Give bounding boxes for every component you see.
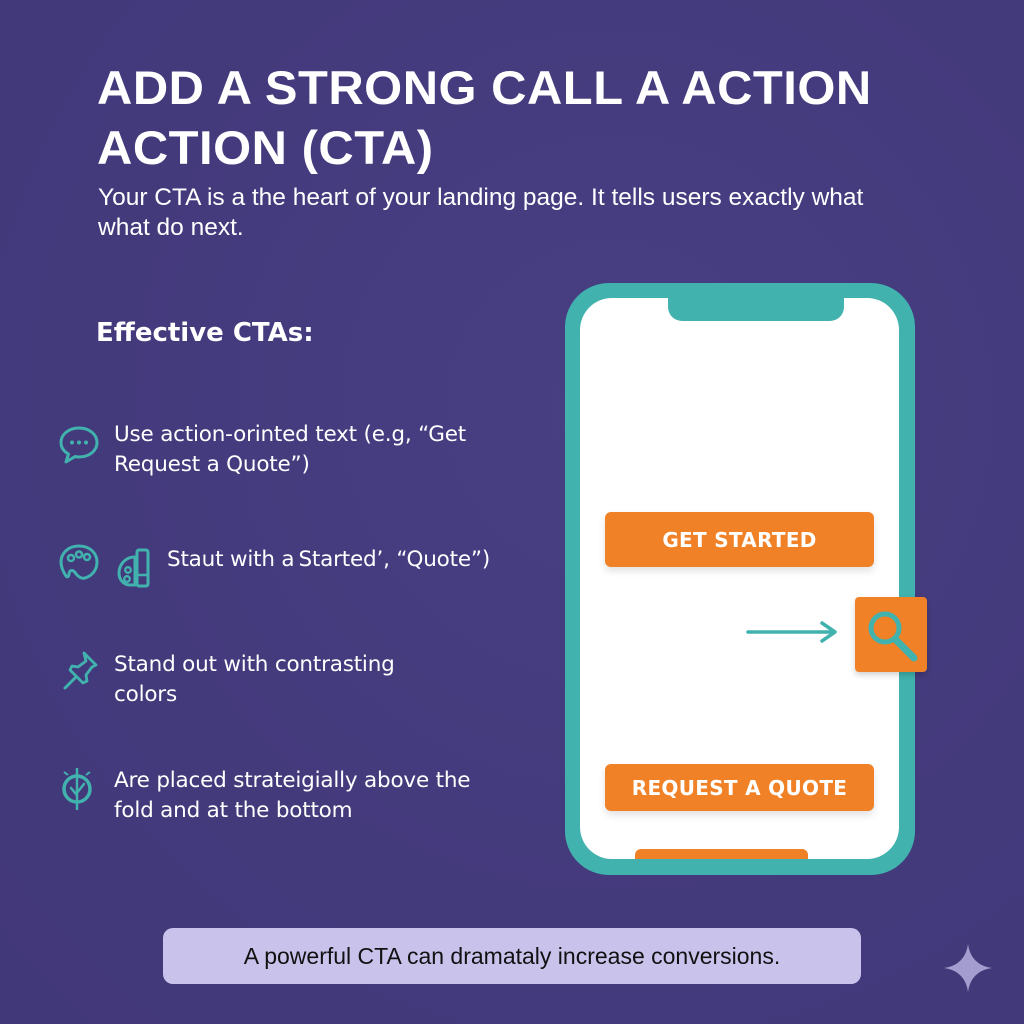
phone-mockup: GET STARTED REQUEST A QUOTE <box>565 283 915 875</box>
section-heading: Effective CTAs: <box>96 318 314 348</box>
palette-icon <box>58 543 100 583</box>
feature-item-1: Use action-orinted text (e.g, “Get Reque… <box>114 420 466 480</box>
phone-notch <box>668 298 844 321</box>
chat-bubble-icon <box>58 424 100 466</box>
feature-1-line-1: Use action-orinted text (e.g, “Get <box>114 422 466 447</box>
page-title: ADD A STRONG CALL A ACTION ACTION (CTA) <box>97 58 1012 178</box>
phone-screen: GET STARTED REQUEST A QUOTE <box>580 298 899 859</box>
feature-item-4: Are placed strateigially above the fold … <box>114 766 470 826</box>
sparkle-icon <box>942 942 994 999</box>
feature-2-line-1: Staut with a Started’, “Quote”) <box>167 547 491 572</box>
feature-3-line-1: Stand out with contrasting <box>114 652 395 677</box>
target-check-icon <box>60 766 94 812</box>
feature-4-line-1: Are placed strateigially above the <box>114 768 471 793</box>
search-button[interactable] <box>855 597 927 672</box>
get-started-button[interactable]: GET STARTED <box>605 512 874 567</box>
title-line-1: ADD A STRONG CALL A ACTION <box>97 61 872 114</box>
intro-paragraph: Your CTA is a the heart of your landing … <box>98 183 958 243</box>
search-icon <box>868 611 918 662</box>
conversion-callout: A powerful CTA can dramataly increase co… <box>163 928 861 984</box>
feature-item-3: Stand out with contrasting colors <box>114 650 395 710</box>
pushpin-icon <box>62 649 100 691</box>
request-quote-button[interactable]: REQUEST A QUOTE <box>605 764 874 811</box>
palette-brush-icon <box>115 547 153 589</box>
title-line-2: ACTION (CTA) <box>97 121 434 174</box>
partial-cta-button[interactable] <box>635 849 808 859</box>
feature-4-line-2: fold and at the bottom <box>114 798 353 823</box>
feature-3-line-2: colors <box>114 682 177 707</box>
feature-item-2: Staut with a Started’, “Quote”) <box>167 545 490 575</box>
arrow-right-icon <box>746 620 840 649</box>
feature-1-line-2: Request a Quote”) <box>114 452 310 477</box>
intro-line-1: Your CTA is a the heart of your landing … <box>98 184 864 211</box>
intro-line-2: what do next. <box>98 214 244 241</box>
